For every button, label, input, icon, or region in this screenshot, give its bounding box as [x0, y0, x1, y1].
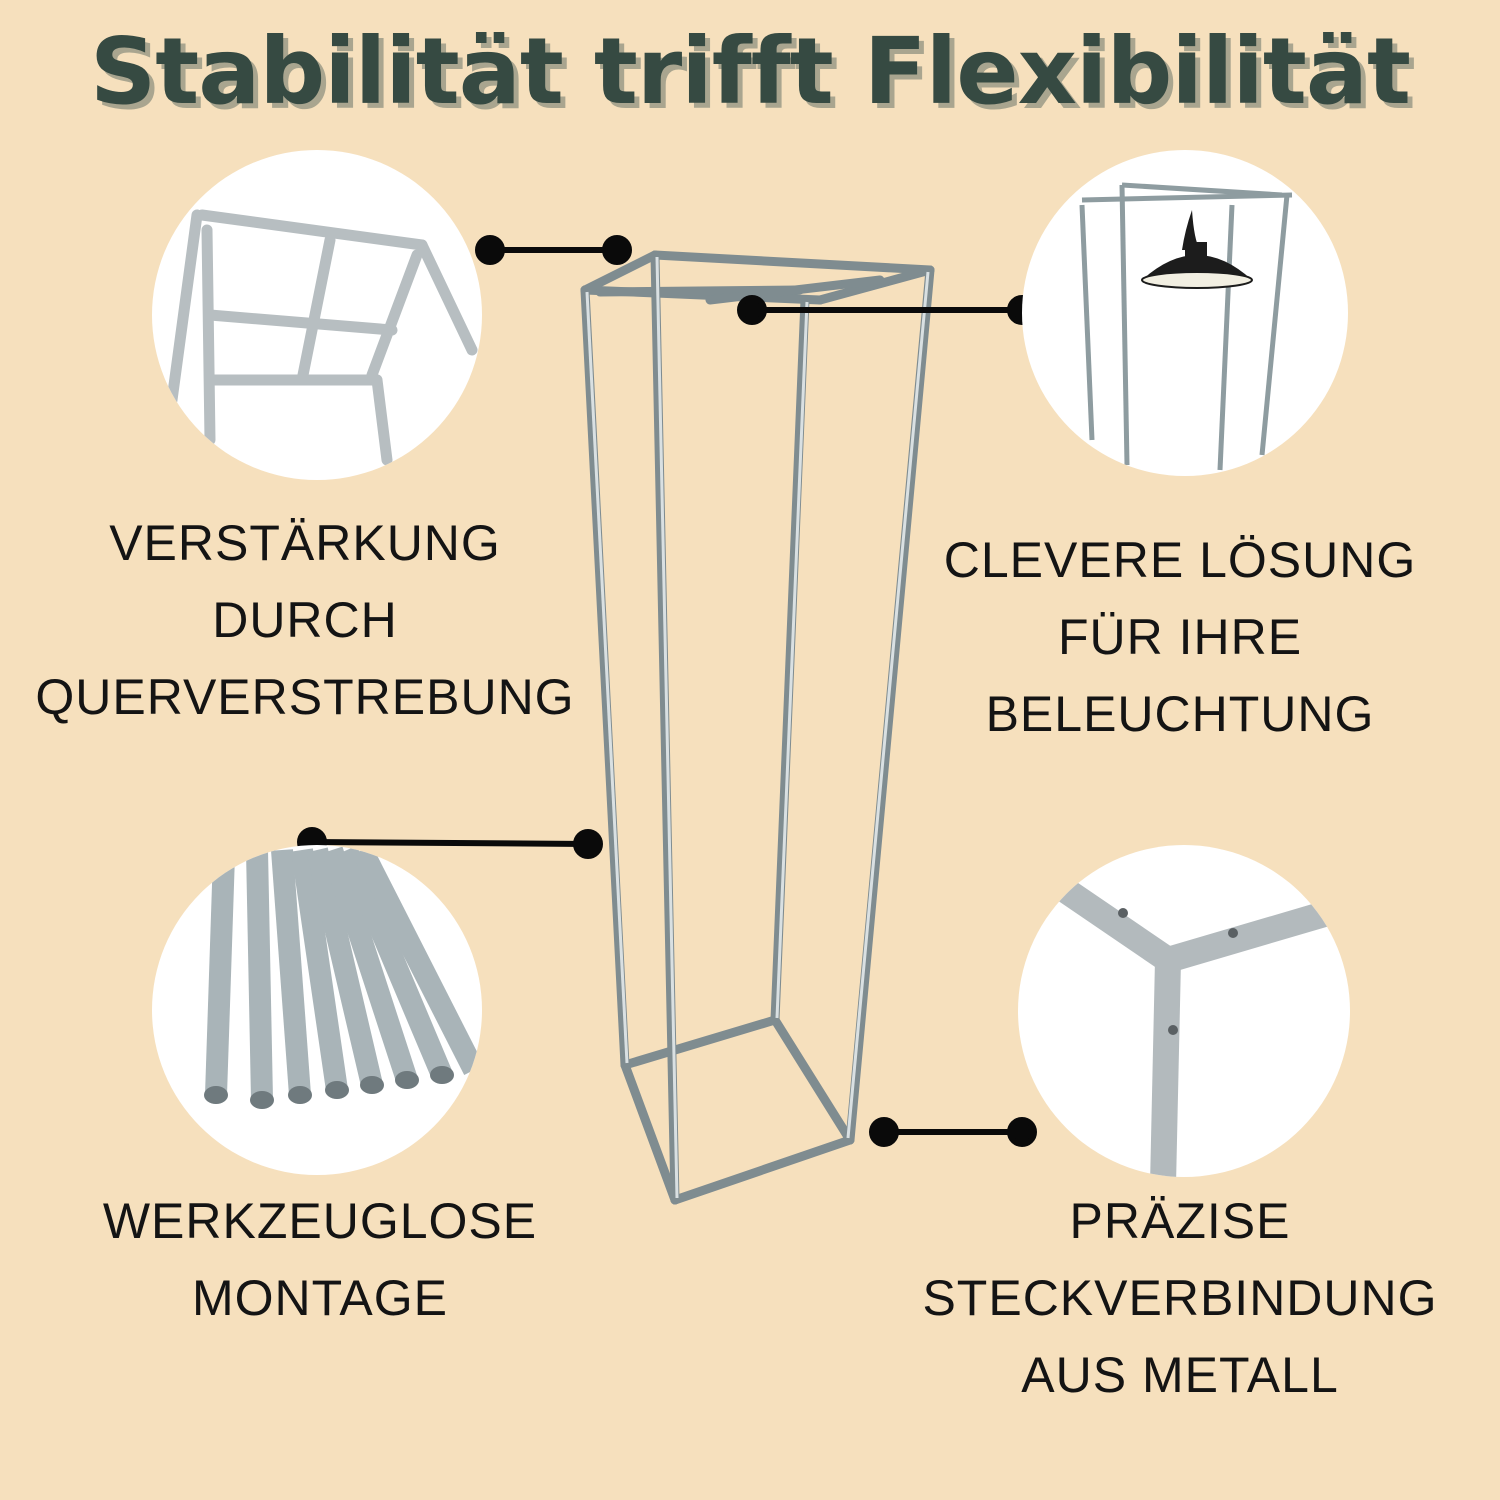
- label-line: FÜR IHRE: [1057, 609, 1303, 665]
- feature-image-toolless: [152, 845, 482, 1175]
- feature-image-reinforcement: [152, 150, 482, 480]
- feature-label-lighting: CLEVERE LÖSUNG FÜR IHRE BELEUCHTUNG: [910, 522, 1450, 753]
- feature-label-reinforcement: VERSTÄRKUNG DURCH QUERVERSTREBUNG: [20, 505, 590, 736]
- corner-connector-icon: [1050, 874, 1342, 1177]
- label-line: STECKVERBINDUNG: [922, 1270, 1438, 1326]
- label-line: AUS METALL: [1021, 1347, 1339, 1403]
- page-title: Stabilität trifft Flexibilität: [90, 18, 1411, 125]
- label-line: VERSTÄRKUNG: [109, 515, 501, 571]
- label-line: CLEVERE LÖSUNG: [943, 532, 1417, 588]
- feature-label-connectors: PRÄZISE STECKVERBINDUNG AUS METALL: [900, 1183, 1460, 1414]
- label-line: MONTAGE: [191, 1270, 449, 1326]
- label-line: QUERVERSTREBUNG: [35, 669, 575, 725]
- feature-image-lighting: [1022, 150, 1348, 476]
- feature-label-toolless: WERKZEUGLOSE MONTAGE: [60, 1183, 580, 1337]
- metal-poles-icon: [204, 845, 482, 1109]
- hanging-lamp-icon: [1079, 182, 1293, 471]
- label-line: WERKZEUGLOSE: [102, 1193, 538, 1249]
- label-line: PRÄZISE: [1069, 1193, 1291, 1249]
- label-line: DURCH: [212, 592, 398, 648]
- feature-image-connectors: [1018, 845, 1350, 1177]
- label-line: BELEUCHTUNG: [985, 686, 1375, 742]
- cross-bracing-icon: [166, 209, 478, 466]
